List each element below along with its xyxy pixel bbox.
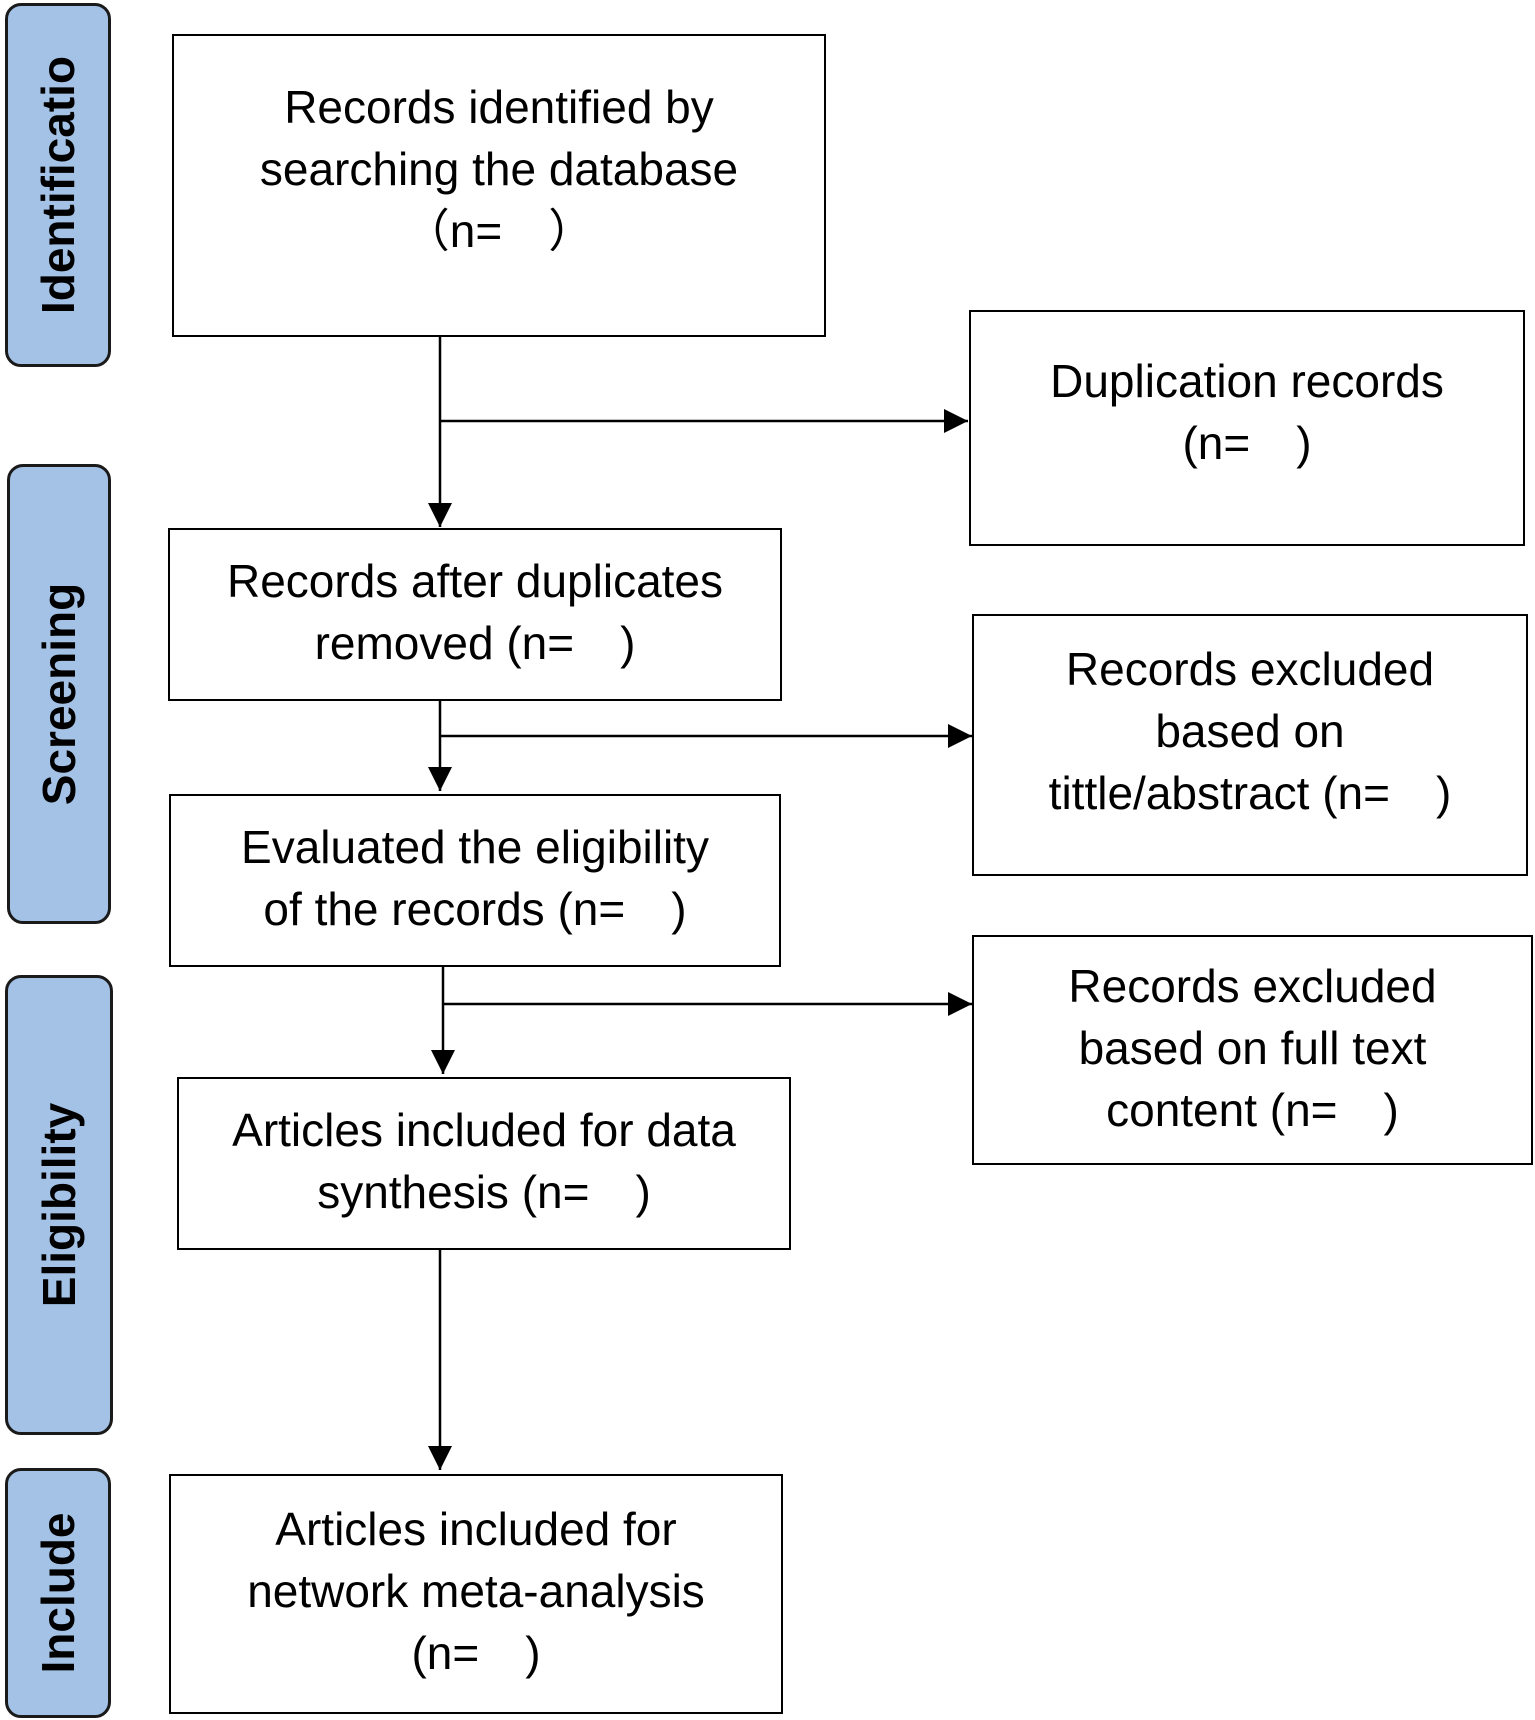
box-articles-network-meta: Articles included for network meta-analy… [169,1474,783,1714]
box-evaluated-eligibility: Evaluated the eligibility of the records… [169,794,781,967]
box-excluded-full-text-text: Records excluded based on full text cont… [1068,960,1437,1136]
stage-identification: Identificatio [5,3,111,367]
box-articles-data-synthesis-text: Articles included for data synthesis (n=… [232,1104,736,1218]
box-after-duplicates-text: Records after duplicates removed (n= ) [226,555,724,669]
box-duplication-records: Duplication records (n= ) [969,310,1525,546]
box-after-duplicates: Records after duplicates removed (n= ) [168,528,782,701]
stage-include: Include [5,1468,111,1718]
box-evaluated-eligibility-text: Evaluated the eligibility of the records… [241,821,709,935]
box-excluded-title-abstract: Records excluded based on tittle/abstrac… [972,614,1528,876]
box-articles-network-meta-text: Articles included for network meta-analy… [247,1503,705,1679]
stage-screening: Screening [7,464,111,924]
box-duplication-records-text: Duplication records (n= ) [1050,355,1444,469]
stage-eligibility: Eligibility [5,975,113,1435]
box-records-identified: Records identified by searching the data… [172,34,826,337]
box-excluded-title-abstract-text: Records excluded based on tittle/abstrac… [1048,643,1452,819]
box-records-identified-text: Records identified by searching the data… [259,81,739,257]
box-articles-data-synthesis: Articles included for data synthesis (n=… [177,1077,791,1250]
box-excluded-full-text: Records excluded based on full text cont… [972,935,1533,1165]
